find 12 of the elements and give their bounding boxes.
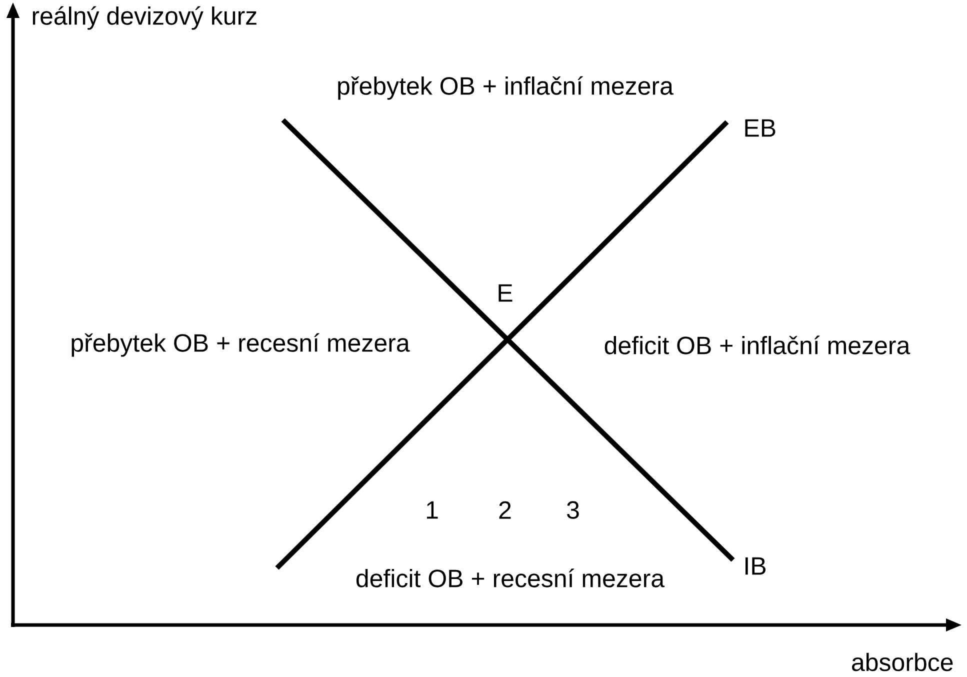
number-label: 2 [499,501,511,519]
region-label: přebytek OB + inflační mezera [338,76,674,100]
point-label: E [498,284,512,302]
number-label: 1 [426,501,438,519]
number-label: 3 [567,501,579,519]
region-label: deficit OB + recesní mezera [356,568,665,588]
region-label: přebytek OB + recesní mezera [72,333,410,357]
curve-label: EB [745,119,776,137]
curve-label: IB [746,557,766,575]
axis-label: reálný devizový kurz [32,6,256,30]
axis-label: absorbce [852,652,953,672]
region-label: deficit OB + inflační mezera [604,336,910,354]
